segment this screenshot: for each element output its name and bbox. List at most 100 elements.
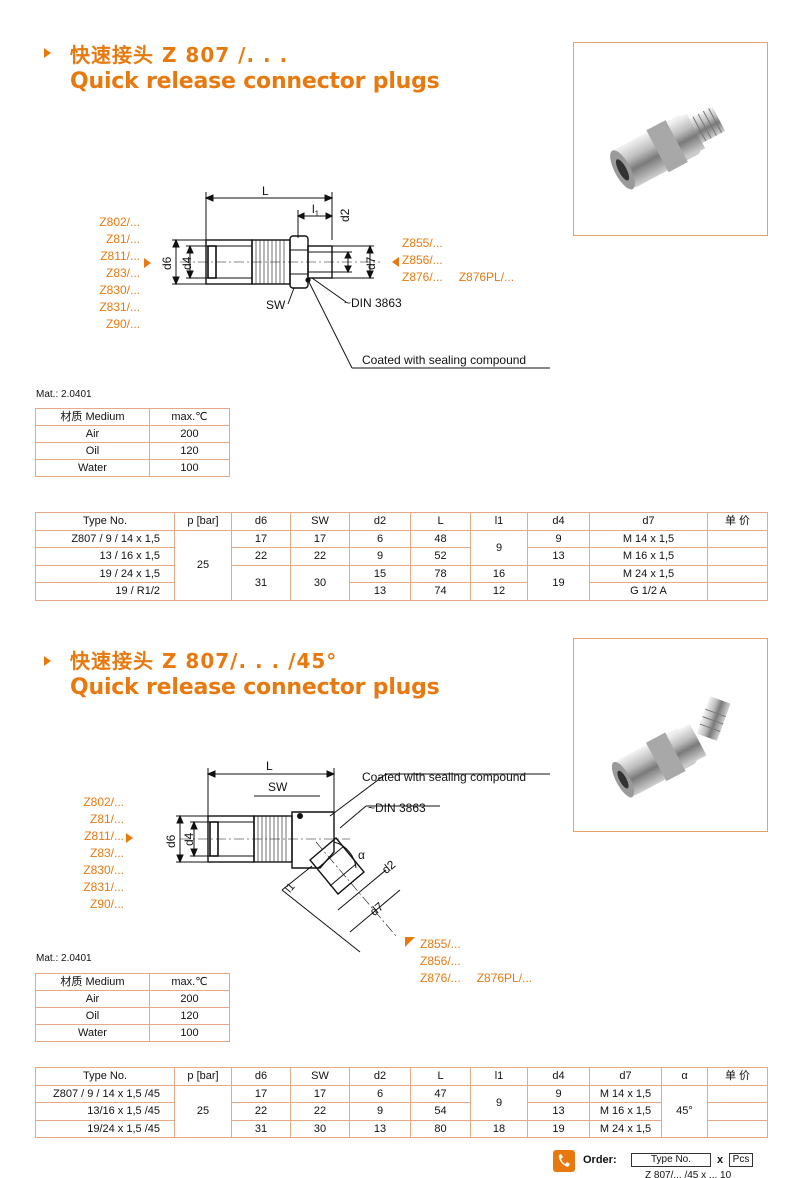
coated-note: Coated with sealing compound xyxy=(362,770,527,784)
table-cell: 25 xyxy=(174,529,232,601)
table-cell: 31 xyxy=(231,1119,291,1138)
table-header-cell: d7 xyxy=(589,1067,662,1086)
dim-label-L: L xyxy=(266,759,273,773)
order-pcs-box[interactable]: Pcs xyxy=(729,1153,753,1167)
table-cell: 19 xyxy=(527,1119,590,1138)
ref-item: Z855/... xyxy=(420,937,461,951)
dim-label-din: ~DIN 3863 xyxy=(368,801,426,815)
section1-title-zh: 快速接头 Z 807 /. . . xyxy=(70,43,289,67)
ref-item: Z90/... xyxy=(105,317,140,331)
table-cell: 22 xyxy=(290,547,350,566)
ref-item: Z802/... xyxy=(83,795,124,809)
table-cell: 200 xyxy=(149,990,230,1008)
table-cell: 47 xyxy=(410,1084,471,1103)
ref-item: Z876PL/... xyxy=(476,971,533,985)
table-cell: 100 xyxy=(149,459,230,477)
table-header-cell: α xyxy=(661,1067,708,1086)
table-cell: M 16 x 1,5 xyxy=(589,547,708,566)
table-cell: Air xyxy=(35,425,150,443)
table-cell: 17 xyxy=(290,1084,350,1103)
table-header-cell: p [bar] xyxy=(174,1067,232,1086)
table-cell: 13/16 x 1,5 /45 xyxy=(35,1102,175,1121)
table-row: 19/24 x 1,5 /45 31 30 13 80 18 19 M 24 x… xyxy=(35,1119,768,1138)
table-cell: 18 xyxy=(470,1119,528,1138)
table-cell: 22 xyxy=(231,1102,291,1121)
table-header-cell: 材质 Medium xyxy=(35,408,150,426)
table-header-cell: L xyxy=(410,1067,471,1086)
table-cell: 48 xyxy=(410,529,471,548)
table-cell: 9 xyxy=(527,529,590,548)
table-cell: 100 xyxy=(149,1024,230,1042)
table-cell: 9 xyxy=(527,1084,590,1103)
table-header-cell: 单 价 xyxy=(707,1067,768,1086)
dim-label-d4: d4 xyxy=(182,832,196,846)
ref-item: Z81/... xyxy=(89,812,124,826)
table-cell xyxy=(707,564,768,583)
connector-straight-photo-icon xyxy=(610,106,726,190)
table-row: 19 / R1/2 13 74 12 G 1/2 A xyxy=(35,582,768,601)
ref-item: Z90/... xyxy=(89,897,124,911)
section2-left-refs: Z802/... Z81/... Z811/... Z83/... Z830/.… xyxy=(76,794,124,913)
table-cell: M 24 x 1,5 xyxy=(589,1119,662,1138)
section2-technical-drawing: L SW Coated with sealing compound ~DIN 3… xyxy=(150,756,560,956)
phone-order-icon xyxy=(553,1150,575,1172)
straight-connector-drawing-icon xyxy=(172,192,550,369)
table-cell: 9 xyxy=(470,529,528,566)
dim-label-din: ~DIN 3863 xyxy=(344,296,402,310)
table-cell: Z807 / 9 / 14 x 1,5 /45 xyxy=(35,1084,175,1103)
table-row: Z807 / 9 / 14 x 1,5 /45 25 17 17 6 47 9 … xyxy=(35,1084,768,1138)
section2-product-photo xyxy=(573,638,768,832)
table-cell: 78 xyxy=(410,564,471,583)
table-cell: 120 xyxy=(149,1007,230,1025)
ref-item: Z856/... xyxy=(402,253,443,267)
coated-note: Coated with sealing compound xyxy=(362,353,527,367)
table-header-cell: l1 xyxy=(470,1067,528,1086)
table-cell xyxy=(707,582,768,601)
table-cell: 9 xyxy=(349,1102,411,1121)
section-marker-icon xyxy=(44,656,51,666)
table-header-cell: 材质 Medium xyxy=(35,973,150,991)
table-cell: 9 xyxy=(349,547,411,566)
section1-material: Mat.: 2.0401 xyxy=(36,389,92,400)
table-cell xyxy=(707,1119,768,1138)
table-cell: 13 xyxy=(527,547,590,566)
section2-material: Mat.: 2.0401 xyxy=(36,953,92,964)
dim-label-d2: d2 xyxy=(338,208,352,222)
ref-item: Z811/... xyxy=(100,249,140,263)
table-cell: 19/24 x 1,5 /45 xyxy=(35,1119,175,1138)
table-cell: Oil xyxy=(35,442,150,460)
dim-label-d4: d4 xyxy=(180,256,194,270)
ref-item: Z830/... xyxy=(83,863,124,877)
table-header-cell: d4 xyxy=(527,1067,590,1086)
table-cell: Water xyxy=(35,459,150,477)
dim-label-d6: d6 xyxy=(160,256,174,270)
table-header-cell: SW xyxy=(290,1067,350,1086)
section1-right-refs: Z855/... Z856/... Z876/...Z876PL/... xyxy=(402,235,514,286)
table-cell xyxy=(707,547,768,566)
table-cell: 15 xyxy=(349,564,411,583)
section2-title-zh: 快速接头 Z 807/. . . /45° xyxy=(70,649,338,673)
table-cell: 13 / 16 x 1,5 xyxy=(35,547,175,566)
table-cell: 13 xyxy=(349,1119,411,1138)
order-type-box[interactable]: Type No. xyxy=(631,1153,711,1167)
dim-label-alpha: α xyxy=(358,848,365,862)
ref-item: Z855/... xyxy=(402,236,443,250)
section2-right-refs: Z855/... Z856/... Z876/...Z876PL/... xyxy=(420,936,532,987)
table-cell: 6 xyxy=(349,1084,411,1103)
table-header-cell: p [bar] xyxy=(174,512,232,531)
left-arrow-icon xyxy=(126,833,133,843)
table-cell xyxy=(707,529,768,548)
table-cell: 19 / 24 x 1,5 xyxy=(35,564,175,583)
table-cell xyxy=(707,1084,768,1103)
table-cell: M 24 x 1,5 xyxy=(589,564,708,583)
order-example: Z 807/... /45 x ... 10 xyxy=(645,1170,732,1178)
angled-connector-drawing-icon xyxy=(176,768,550,953)
order-box: Order: Type No. x Pcs Z 807/... /45 x ..… xyxy=(553,1150,800,1178)
table-header-cell: L xyxy=(410,512,471,531)
table-cell: Air xyxy=(35,990,150,1008)
